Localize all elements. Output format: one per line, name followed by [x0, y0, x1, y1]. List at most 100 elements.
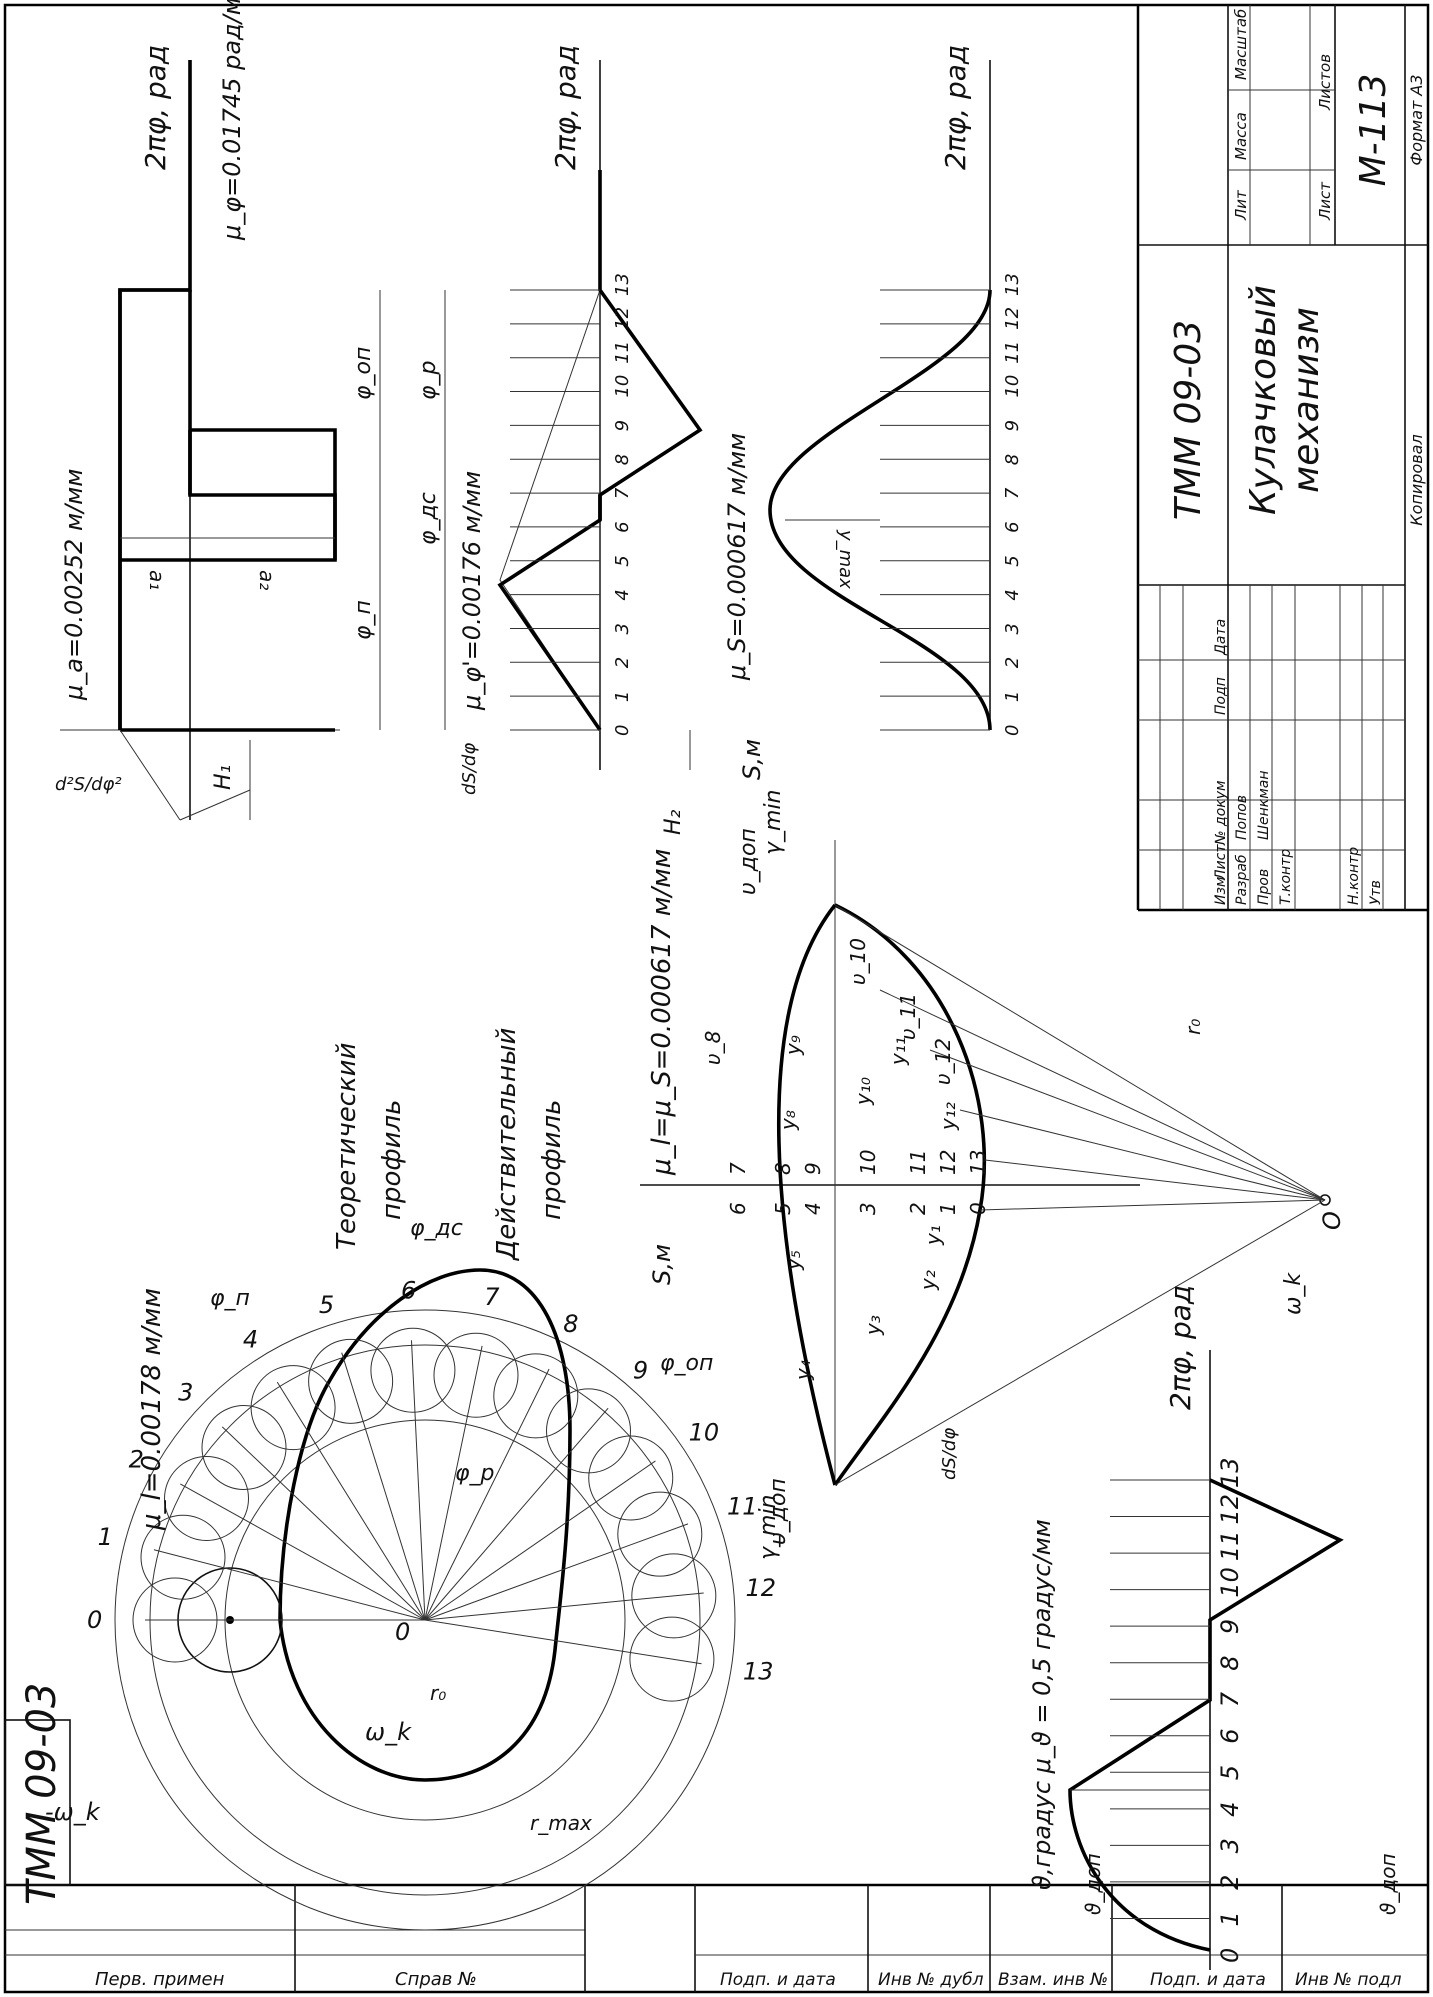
cam-outer-number: 5: [319, 1291, 334, 1319]
strip-perv: Перв. примен: [95, 1969, 225, 1990]
g2-tick: 12: [612, 307, 633, 330]
title-scale: Масштаб: [1232, 9, 1250, 80]
ang-dop-bottom: ϑ_доп: [1376, 1853, 1400, 1915]
stamp-h-doc: № докум: [1213, 780, 1229, 846]
bottom-strip: Перв. примен Справ № Подп. и дата Инв № …: [5, 1885, 1428, 1992]
pd-col-low4: 13: [966, 1150, 990, 1175]
g2-tick: 9: [612, 420, 633, 431]
title-lit: Лит: [1232, 189, 1250, 221]
stamp-role-tkontr: Т.контр: [1278, 849, 1294, 905]
cam-roller: [164, 1456, 250, 1542]
title-name-2: механизм: [1286, 307, 1327, 493]
g3-tick: 5: [1002, 555, 1023, 566]
cam-ray: [424, 1460, 656, 1621]
g2-tick: 5: [612, 555, 633, 566]
pd-ray: [979, 1199, 1326, 1211]
pd-gamma-bottom: γ_min: [756, 1494, 781, 1560]
ang-tick: 7: [1216, 1691, 1244, 1707]
pd-v-label: υ_12: [931, 1038, 955, 1085]
g3-tick: 8: [1002, 454, 1023, 465]
pd-y-label: y₉: [781, 1035, 805, 1056]
stamp-h-date: Дата: [1213, 619, 1229, 656]
ang-tick: 9: [1216, 1619, 1244, 1634]
pd-scale: μ_l=μ_S=0.000617 м/мм: [647, 849, 677, 1176]
cam-roller: [433, 1332, 519, 1418]
title-mass: Масса: [1232, 112, 1250, 160]
cam-ray: [424, 1592, 704, 1621]
g3-xend: 2πφ, рад: [939, 45, 972, 170]
g1-h: H₁: [211, 765, 236, 790]
cam-r0: r₀: [430, 1681, 446, 1705]
cam-roller: [588, 1435, 674, 1521]
pd-y-label: y₁₁: [886, 1037, 910, 1066]
g2-tick: 10: [612, 375, 633, 398]
pd-col-mid: 5: [771, 1202, 795, 1215]
strip-inv-dubl: Инв № дубл: [878, 1970, 984, 1990]
cam-ray: [424, 1345, 483, 1621]
stamp-name-shenkman: Шенкман: [1256, 771, 1272, 841]
g1-xend: 2πφ, рад: [139, 45, 172, 170]
pd-vdop-top: υ_доп: [736, 828, 761, 895]
pd-col-low: 3: [856, 1202, 880, 1215]
stamp-role-nkontr: Н.контр: [1346, 847, 1362, 905]
cam-ray: [410, 1340, 426, 1621]
g3-tick: 0: [1002, 725, 1023, 736]
cam-roller: [493, 1353, 579, 1439]
pd-y-label: y₈: [776, 1110, 800, 1131]
g3-tick: 6: [1002, 521, 1023, 532]
pd-s-axis: S,м: [648, 1244, 676, 1285]
g3-tick: 1: [1002, 691, 1023, 702]
left-code-text: ТММ 09-03: [19, 1683, 65, 1905]
ang-tick: 0: [1216, 1948, 1244, 1963]
left-code-box: ТММ 09-03: [4, 1683, 71, 1905]
g1-phi-p: φ_п: [351, 600, 376, 640]
cam-roller: [631, 1553, 717, 1639]
pd-col-mid: 8: [771, 1162, 795, 1175]
pd-y-label: y₂: [916, 1270, 940, 1291]
g3-tick: 9: [1002, 420, 1023, 431]
ang-tick: 11: [1216, 1531, 1244, 1562]
g3-tick: 7: [1002, 487, 1023, 499]
cam-ray: [424, 1523, 689, 1621]
g2-tick: 2: [612, 657, 633, 668]
pd-col-low4: 0: [966, 1202, 990, 1215]
pd-ray: [959, 1109, 1326, 1201]
pd-v-label: υ_11: [896, 993, 920, 1040]
cam-roller: [546, 1388, 632, 1474]
strip-inv-podl: Инв № подл: [1295, 1970, 1402, 1990]
cam-outer-number: 8: [563, 1310, 578, 1338]
pd-y-label: y₁₂: [936, 1102, 960, 1131]
ang-tick: 5: [1216, 1765, 1244, 1780]
stamp-h-podp: Подп: [1213, 677, 1229, 715]
pd-col-mid: 4: [801, 1202, 825, 1215]
cam-roller: [250, 1365, 336, 1451]
pd-ds-axis: dS/dφ: [939, 1428, 960, 1480]
cam-ray: [341, 1352, 426, 1621]
cam-actual-2: профиль: [537, 1100, 567, 1220]
g2-scale: μ_φ'=0.00176 м/мм: [458, 471, 486, 711]
cam-minus-omega: -ω_k: [45, 1798, 101, 1826]
cam-actual-1: Действительный: [492, 1028, 522, 1261]
pd-origin: O: [1318, 1211, 1346, 1230]
pd-col-low3: 1: [936, 1202, 960, 1215]
pd-col-top: 6: [726, 1202, 750, 1215]
g2-h: H₂: [661, 809, 686, 835]
cam-ray: [424, 1368, 550, 1621]
g2-tick: 13: [612, 273, 633, 296]
pd-ray: [879, 989, 1326, 1201]
pd-y-label: y₄: [791, 1360, 815, 1381]
g2-tick: 0: [612, 725, 633, 736]
ang-tick: 10: [1216, 1567, 1244, 1598]
g3-scale: μ_S=0.000617 м/мм: [723, 433, 751, 681]
strip-podp2: Подп. и дата: [1150, 1970, 1266, 1990]
title-copied: Копировал: [1407, 434, 1426, 525]
cam-outer-number: 11: [727, 1493, 758, 1521]
g1-ylabel: d²S/dφ²: [55, 774, 122, 795]
cam-rmax: r_max: [530, 1811, 592, 1835]
cam-scale: μ_l=0.00178 м/мм: [137, 1288, 167, 1531]
graph-angle: ϑ,градус μ_ϑ = 0,5 градус/мм 2πφ, рад ϑ_…: [1028, 1285, 1400, 1970]
pd-col-low2: 11: [906, 1150, 930, 1175]
pd-y-label: y₃: [861, 1315, 885, 1336]
ang-tick: 6: [1216, 1728, 1244, 1743]
